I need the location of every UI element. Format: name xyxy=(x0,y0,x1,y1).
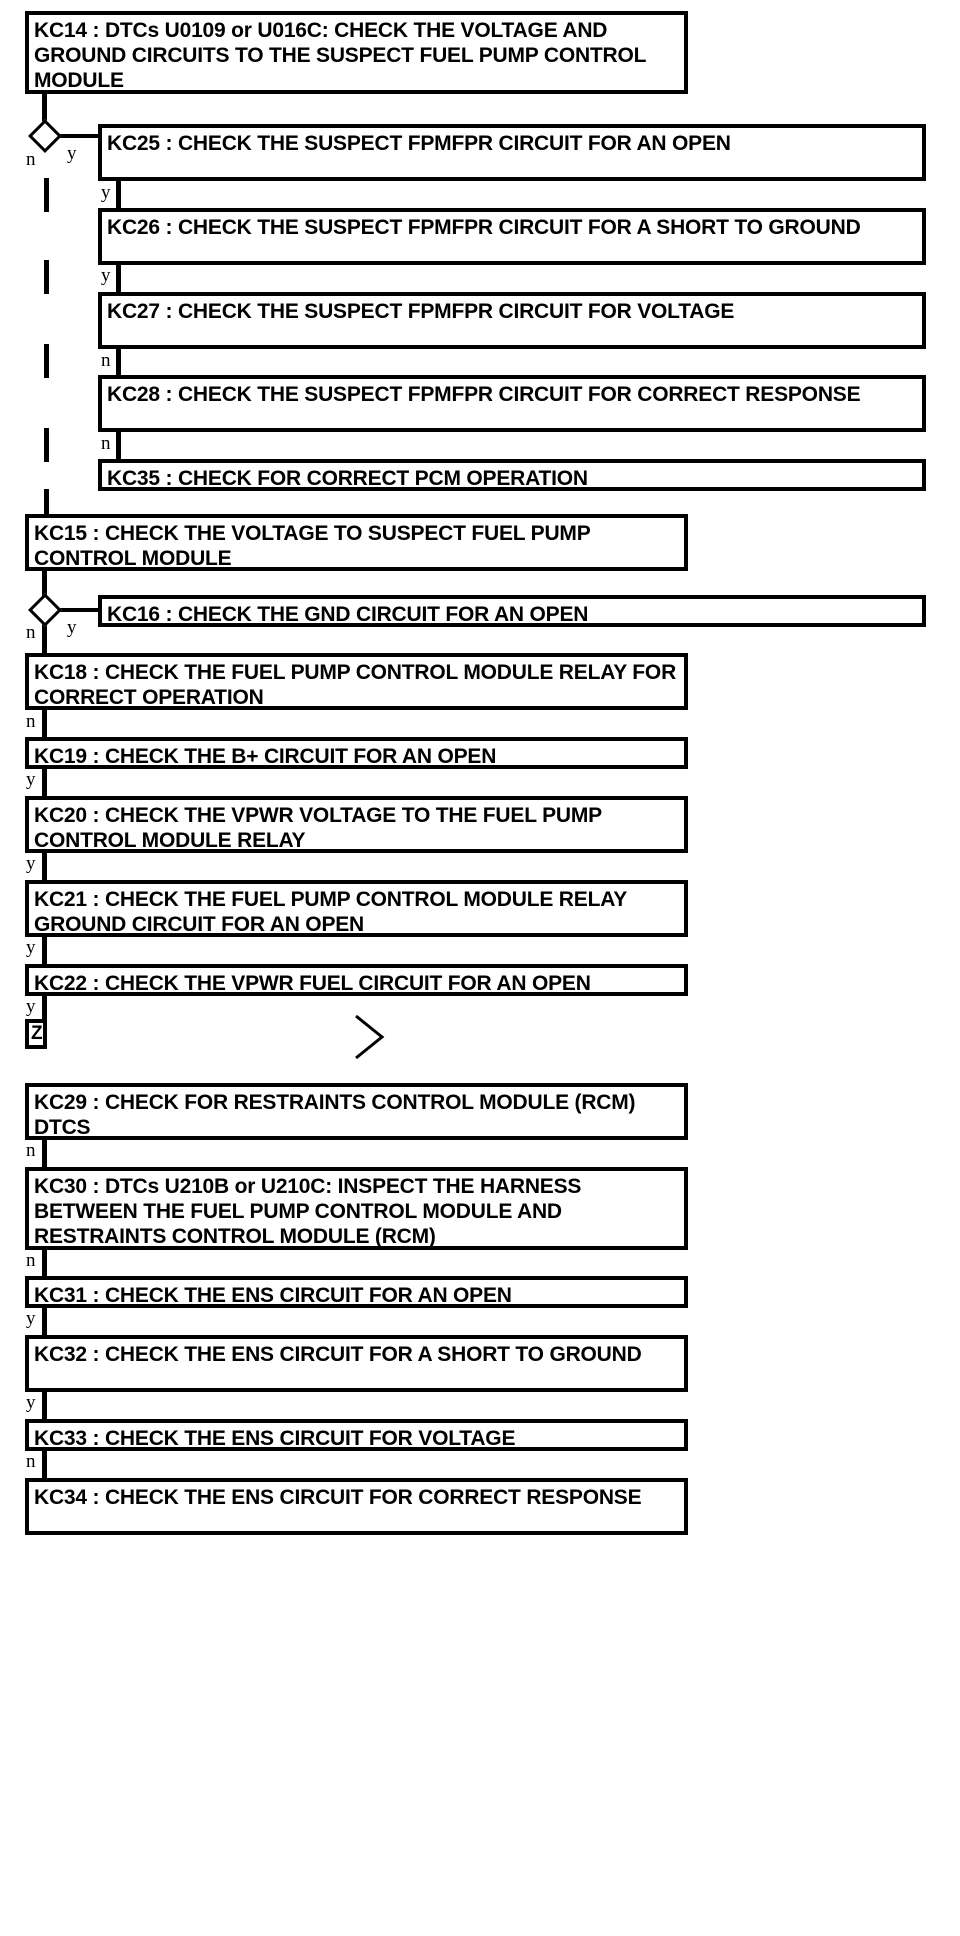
node-kc27[interactable]: KC27 : CHECK THE SUSPECT FPMFPR CIRCUIT … xyxy=(98,292,926,349)
connector-kc21-to-kc22 xyxy=(42,937,47,964)
edge-label-kc27-no: n xyxy=(101,350,111,371)
connector-kc31-to-kc32 xyxy=(42,1308,47,1335)
node-kc14[interactable]: KC14 : DTCs U0109 or U016C: CHECK THE VO… xyxy=(25,11,688,94)
edge-label-kc21-yes: y xyxy=(26,937,36,958)
connector-kc19-to-kc20 xyxy=(42,769,47,796)
edge-label-kc15-no: n xyxy=(26,622,36,643)
connector-no-branch-seg-3 xyxy=(44,344,49,378)
edge-label-kc26-yes: y xyxy=(101,265,111,286)
connector-kc29-to-kc30 xyxy=(42,1140,47,1167)
node-kc15[interactable]: KC15 : CHECK THE VOLTAGE TO SUSPECT FUEL… xyxy=(25,514,688,571)
connector-decision2-to-kc18 xyxy=(42,622,47,653)
chevron-right-icon xyxy=(352,1012,392,1062)
connector-kc30-to-kc31 xyxy=(42,1250,47,1277)
connector-no-branch-seg-4 xyxy=(44,428,49,462)
node-kc31[interactable]: KC31 : CHECK THE ENS CIRCUIT FOR AN OPEN xyxy=(25,1276,688,1308)
node-kc30[interactable]: KC30 : DTCs U210B or U210C: INSPECT THE … xyxy=(25,1167,688,1250)
edge-label-kc20-yes: y xyxy=(26,853,36,874)
connector-decision1-to-kc25 xyxy=(57,134,98,138)
connector-kc22-to-zbox xyxy=(42,996,47,1020)
node-kc20[interactable]: KC20 : CHECK THE VPWR VOLTAGE TO THE FUE… xyxy=(25,796,688,853)
edge-label-kc14-yes: y xyxy=(67,143,77,164)
connector-no-branch-seg-5 xyxy=(44,489,49,515)
connector-no-branch-seg-2 xyxy=(44,260,49,294)
connector-kc27-to-kc28 xyxy=(116,349,121,376)
connector-kc26-to-kc27 xyxy=(116,265,121,292)
node-kc18[interactable]: KC18 : CHECK THE FUEL PUMP CONTROL MODUL… xyxy=(25,653,688,710)
edge-label-kc33-no: n xyxy=(26,1451,36,1472)
node-kc16[interactable]: KC16 : CHECK THE GND CIRCUIT FOR AN OPEN xyxy=(98,595,926,627)
connector-kc32-to-kc33 xyxy=(42,1392,47,1419)
connector-kc28-to-kc35 xyxy=(116,432,121,459)
connector-decision2-to-kc16 xyxy=(57,608,98,612)
edge-label-kc15-yes: y xyxy=(67,617,77,638)
connector-kc14-to-decision1 xyxy=(42,94,47,126)
node-kc34[interactable]: KC34 : CHECK THE ENS CIRCUIT FOR CORRECT… xyxy=(25,1478,688,1535)
connector-kc33-to-kc34 xyxy=(42,1451,47,1478)
edge-label-kc29-no: n xyxy=(26,1140,36,1161)
edge-label-kc28-no: n xyxy=(101,433,111,454)
edge-label-kc19-yes: y xyxy=(26,769,36,790)
node-kc29[interactable]: KC29 : CHECK FOR RESTRAINTS CONTROL MODU… xyxy=(25,1083,688,1140)
node-kc22[interactable]: KC22 : CHECK THE VPWR FUEL CIRCUIT FOR A… xyxy=(25,964,688,996)
edge-label-kc18-no: n xyxy=(26,711,36,732)
connector-kc18-to-kc19 xyxy=(42,710,47,737)
node-kc25[interactable]: KC25 : CHECK THE SUSPECT FPMFPR CIRCUIT … xyxy=(98,124,926,181)
node-kc19[interactable]: KC19 : CHECK THE B+ CIRCUIT FOR AN OPEN xyxy=(25,737,688,769)
node-kc26[interactable]: KC26 : CHECK THE SUSPECT FPMFPR CIRCUIT … xyxy=(98,208,926,265)
edge-label-kc22-yes: y xyxy=(26,996,36,1017)
connector-no-branch-seg-1 xyxy=(44,178,49,212)
decision-diamond-1[interactable] xyxy=(28,119,62,153)
edge-label-kc25-yes: y xyxy=(101,182,111,203)
edge-label-kc14-no: n xyxy=(26,149,36,170)
node-kc35[interactable]: KC35 : CHECK FOR CORRECT PCM OPERATION xyxy=(98,459,926,491)
connector-kc20-to-kc21 xyxy=(42,853,47,880)
node-kc21[interactable]: KC21 : CHECK THE FUEL PUMP CONTROL MODUL… xyxy=(25,880,688,937)
offpage-connector-z[interactable]: Z xyxy=(25,1019,47,1049)
node-kc33[interactable]: KC33 : CHECK THE ENS CIRCUIT FOR VOLTAGE xyxy=(25,1419,688,1451)
node-kc28[interactable]: KC28 : CHECK THE SUSPECT FPMFPR CIRCUIT … xyxy=(98,375,926,432)
node-kc32[interactable]: KC32 : CHECK THE ENS CIRCUIT FOR A SHORT… xyxy=(25,1335,688,1392)
edge-label-kc30-no: n xyxy=(26,1250,36,1271)
edge-label-kc31-yes: y xyxy=(26,1308,36,1329)
connector-kc15-to-decision2 xyxy=(42,571,47,599)
edge-label-kc32-yes: y xyxy=(26,1392,36,1413)
connector-kc25-to-kc26 xyxy=(116,181,121,208)
